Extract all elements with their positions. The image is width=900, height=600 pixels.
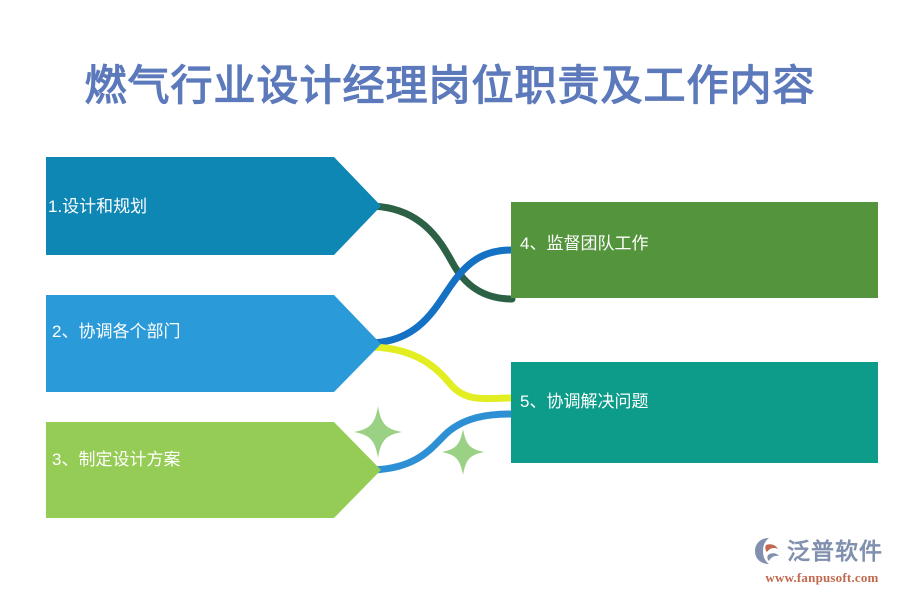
step-1-label: 1.设计和规划 <box>48 197 148 216</box>
sparkle-small-icon <box>442 429 484 475</box>
step-4-label: 4、监督团队工作 <box>520 234 649 253</box>
connector-3-to-5 <box>364 410 516 474</box>
step-5-box-shape[interactable] <box>511 362 878 463</box>
step-4-box-shape[interactable] <box>511 202 878 298</box>
connector-2-to-4 <box>364 246 516 347</box>
step-2-label: 2、协调各个部门 <box>52 322 181 341</box>
connector-1-to-4 <box>364 202 516 303</box>
sparkle-large-icon <box>354 406 402 458</box>
logo-row: 泛普软件 <box>752 534 892 568</box>
step-1-arrow-shape[interactable] <box>46 157 381 255</box>
step-2-arrow-shape[interactable] <box>46 295 381 392</box>
step-3-label: 3、制定设计方案 <box>52 450 181 469</box>
connector-2-to-5 <box>364 343 516 403</box>
fanpu-logo-icon <box>755 538 779 564</box>
logo-url-text: www.fanpusoft.com <box>765 570 879 585</box>
step-3-arrow-shape[interactable] <box>46 422 381 518</box>
logo-brand-text: 泛普软件 <box>787 537 883 564</box>
brand-logo: 泛普软件 www.fanpusoft.com <box>752 534 892 592</box>
page-title: 燃气行业设计经理岗位职责及工作内容 <box>84 62 816 109</box>
step-5-label: 5、协调解决问题 <box>520 392 649 411</box>
